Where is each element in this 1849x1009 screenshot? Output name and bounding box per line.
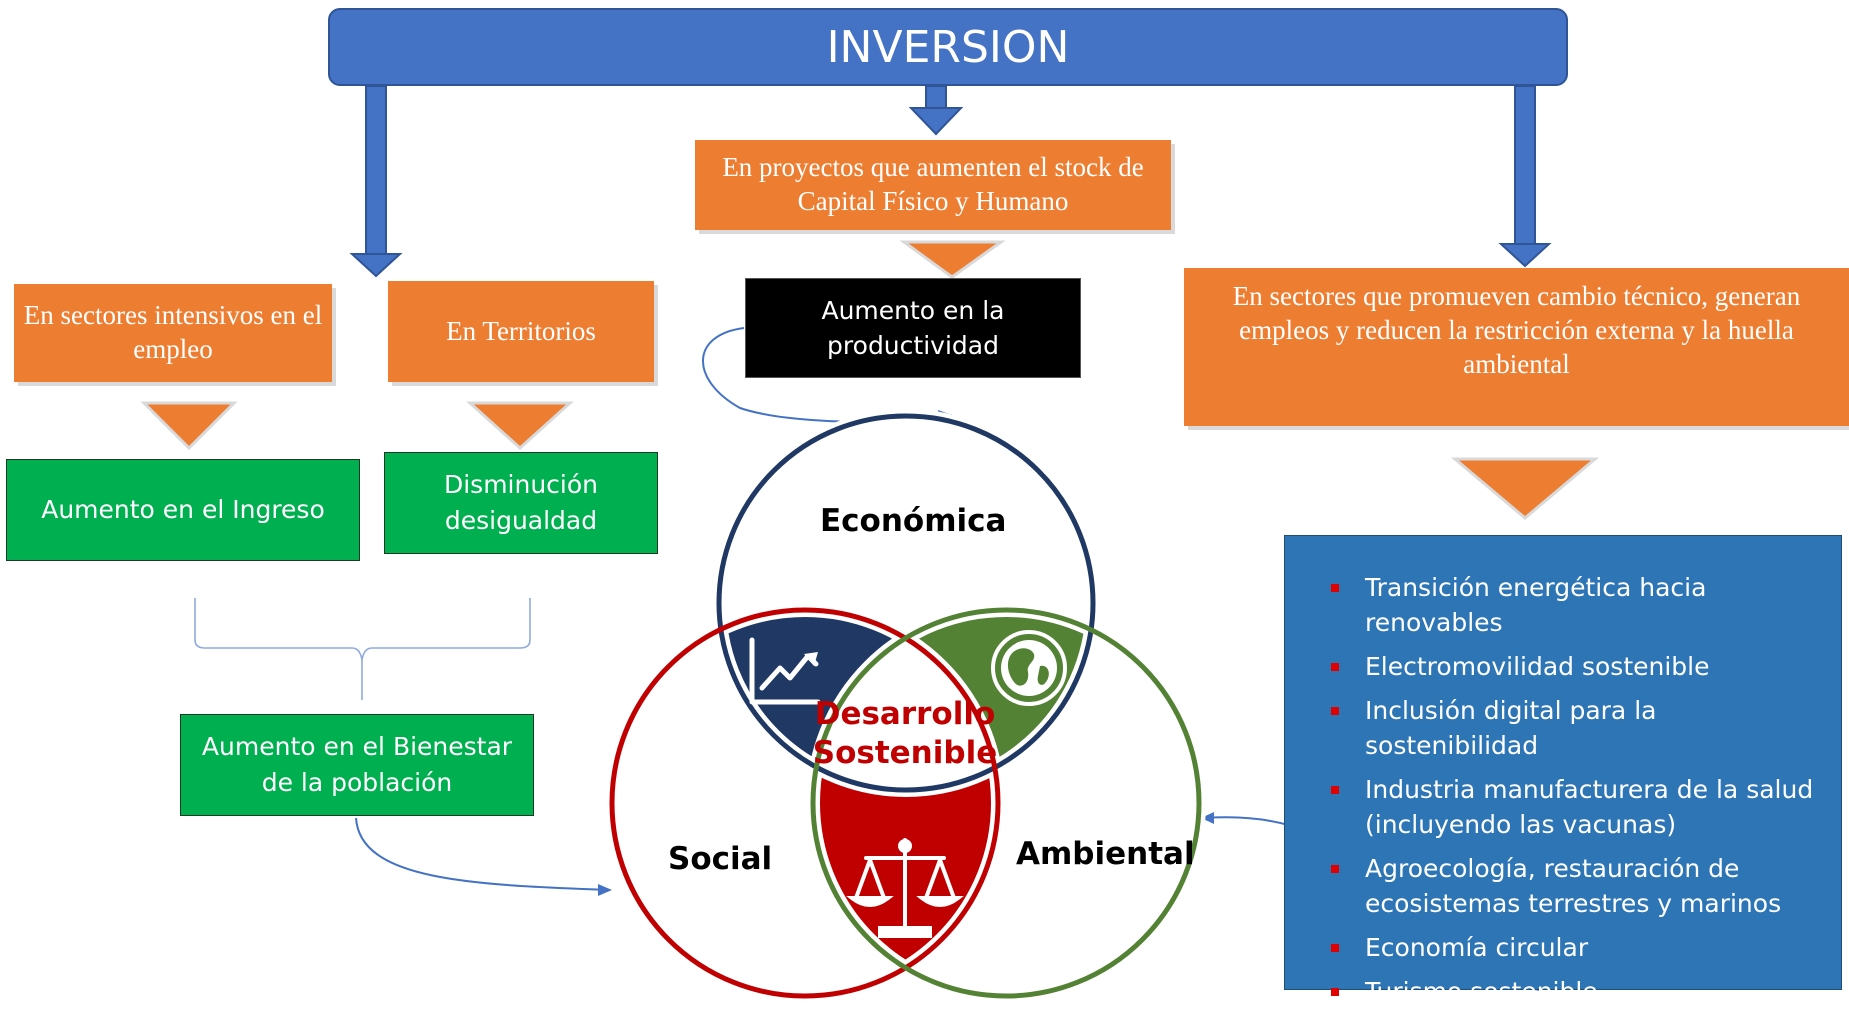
capital-projects-text: En proyectos que aumenten el stock de Ca… [722,152,1144,216]
economic-circle [716,413,1096,793]
bullet-icon [1331,865,1339,873]
inversion-header: INVERSION [328,8,1568,86]
inequality-text: Disminución desigualdad [443,469,599,535]
sectors-list-panel: Transición energética hacia renovables E… [1284,535,1842,1006]
chevron-capital [899,240,1006,279]
income-box: Aumento en el Ingreso [6,459,360,561]
growth-chart-icon [749,637,821,705]
wellbeing-text: Aumento en el Bienestar de la población [201,731,513,797]
list-item: Inclusión digital para la sostenibilidad [1331,693,1821,763]
sectors-list: Transición energética hacia renovables E… [1285,536,1841,1009]
scales-icon [846,838,964,938]
income-text: Aumento en el Ingreso [41,494,325,524]
territories-box: En Territorios [388,281,654,382]
employment-sectors-box: En sectores intensivos en el empleo [14,284,332,382]
arrow-to-capital [908,85,964,136]
chevron-employment [140,401,238,451]
environmental-circle [810,607,1202,999]
list-item: Electromovilidad sostenible [1331,649,1821,684]
list-item: Turismo sostenible [1331,974,1821,1009]
center-label: Desarrollo Sostenible [812,696,998,771]
brace-connector [194,598,531,700]
productivity-box: Aumento en la productividad [745,278,1081,378]
globe-icon [991,630,1067,706]
inequality-box: Disminución desigualdad [384,452,658,554]
chevron-technical [1450,457,1600,520]
capital-projects-box: En proyectos que aumenten el stock de Ca… [695,140,1171,230]
technical-change-box: En sectores que promueven cambio técnico… [1184,268,1849,426]
environmental-label: Ambiental [1016,836,1195,872]
technical-change-text: En sectores que promueven cambio técnico… [1232,281,1801,379]
inversion-title: INVERSION [826,21,1070,73]
bullet-icon [1331,663,1339,671]
bullet-icon [1331,944,1339,952]
list-item: Industria manufacturera de la salud (inc… [1331,772,1821,842]
wellbeing-box: Aumento en el Bienestar de la población [180,714,534,816]
bullet-icon [1331,584,1339,592]
social-circle [609,607,1001,999]
bullet-icon [1331,707,1339,715]
center-overlap [813,610,998,790]
arrow-to-employment [349,85,403,278]
social-label: Social [668,841,773,877]
territories-text: En Territorios [446,315,596,346]
bullet-icon [1331,988,1339,996]
bullet-icon [1331,786,1339,794]
list-item: Agroecología, restauración de ecosistema… [1331,851,1821,921]
arrow-to-technical [1498,85,1552,268]
list-item: Transición energética hacia renovables [1331,570,1821,640]
sustainability-venn [605,410,1206,1001]
list-item: Economía circular [1331,930,1821,965]
chevron-territories [466,401,574,451]
wellbeing-to-social-arrow [355,817,611,891]
employment-sectors-text: En sectores intensivos en el empleo [23,300,323,364]
productivity-text: Aumento en la productividad [821,296,1005,360]
economic-label: Económica [820,503,1007,539]
